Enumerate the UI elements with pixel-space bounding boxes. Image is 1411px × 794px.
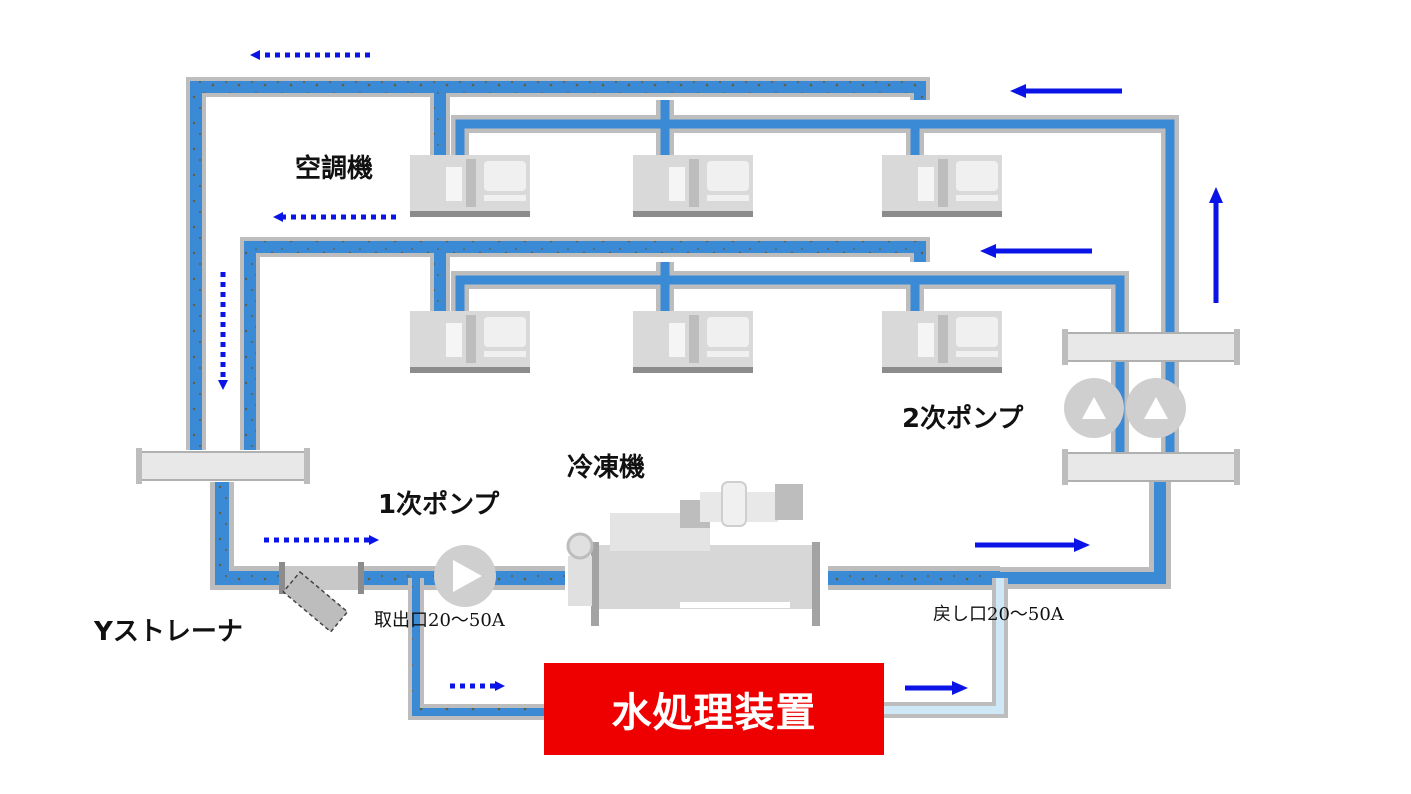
secondary-pump-1 [1064, 378, 1124, 438]
secondary-pump-label: 2次ポンプ [902, 404, 1024, 434]
air-handler-unit [882, 155, 1002, 217]
y-strainer-label: Yストレーナ [94, 617, 243, 647]
chiller-label: 冷凍機 [567, 453, 646, 483]
y-strainer [279, 562, 364, 633]
air-handler-unit [882, 311, 1002, 373]
air-handler-label: 空調機 [295, 154, 374, 184]
secondary-pump-2 [1126, 378, 1186, 438]
supply-pipes [451, 100, 1179, 718]
chiller [566, 481, 820, 626]
intake-port-label: 取出口20～50A [374, 610, 505, 631]
air-handler-unit [633, 311, 753, 373]
primary-pump [434, 545, 496, 607]
right-upper-header [1062, 329, 1240, 365]
water-treatment-unit: 水処理装置 [544, 663, 884, 755]
air-handler-unit [410, 155, 530, 217]
right-lower-header [1062, 449, 1240, 485]
return-port-label: 戻し口20～50A [933, 604, 1064, 625]
air-handler-unit [633, 155, 753, 217]
primary-pump-label: 1次ポンプ [378, 490, 500, 520]
left-header [136, 448, 310, 484]
air-handler-unit [410, 311, 530, 373]
flow-arrows [218, 50, 1223, 695]
water-treatment-label: 水処理装置 [611, 690, 817, 736]
